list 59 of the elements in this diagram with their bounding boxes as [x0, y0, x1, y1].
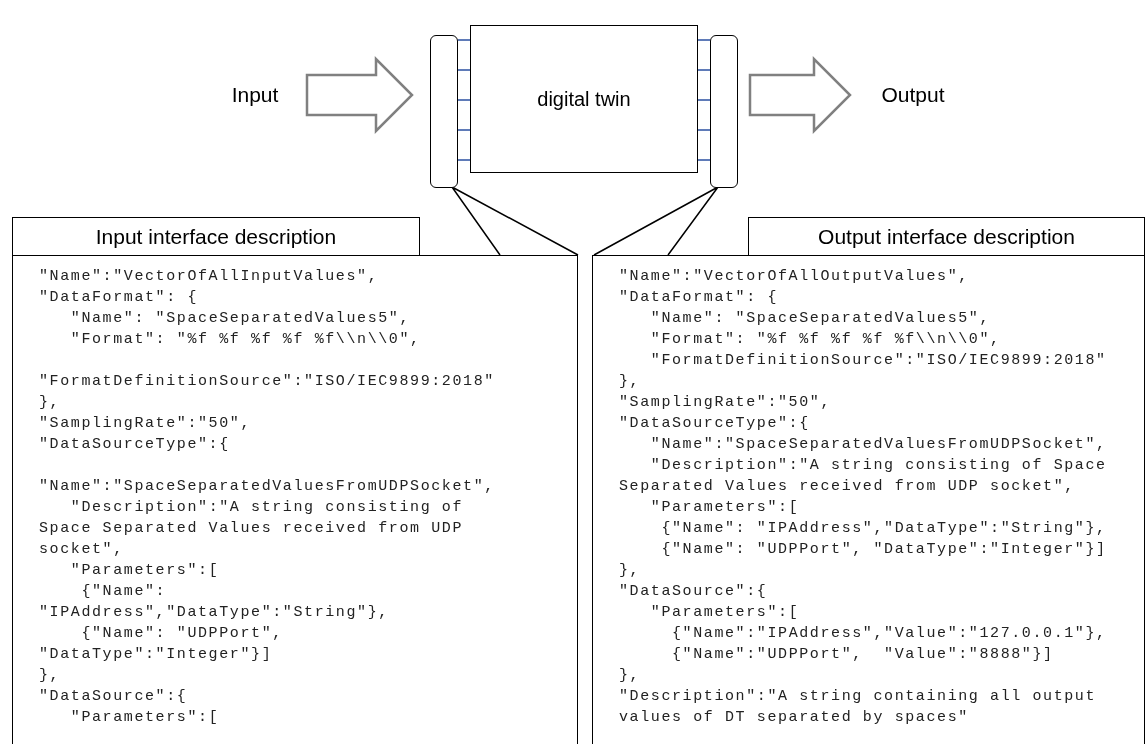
connector-line: [697, 159, 711, 161]
code-line: "DataFormat": {: [39, 288, 200, 308]
connector-line: [457, 129, 471, 131]
callout-pointer: [451, 186, 579, 256]
process-box: digital twin: [470, 25, 698, 173]
code-line: "Description":"A string consisting of Space Separated Values received from UDP socket",: [39, 498, 465, 560]
code-line: "FormatDefinitionSource":"ISO/IEC9899:2018": [649, 351, 1108, 371]
connector-line: [457, 69, 471, 71]
interface-bar: [710, 35, 738, 188]
code-line: "Parameters":[: [69, 708, 221, 728]
block-arrow: [748, 56, 852, 134]
tab-heading: Input interface description: [12, 217, 420, 255]
connector-line: [697, 69, 711, 71]
code-line: "DataFormat": {: [619, 288, 780, 308]
connector-line: [457, 159, 471, 161]
connector-line: [697, 129, 711, 131]
code-line: },: [619, 561, 642, 581]
code-line: "DataSource":{: [619, 582, 769, 602]
code-line: "SamplingRate":"50",: [39, 414, 253, 434]
code-line: "Parameters":[: [649, 603, 801, 623]
block-arrow: [305, 56, 414, 134]
code-line: "Description":"A string containing all output values of DT separated by spaces": [619, 687, 1098, 728]
tab-heading: Output interface description: [748, 217, 1145, 255]
code-line: {"Name": "UDPPort", "DataType":"Integer"}]: [660, 540, 1108, 560]
code-line: "Format": "%f %f %f %f %f\\n\\0",: [69, 330, 422, 350]
code-line: },: [619, 666, 642, 686]
code-line: "Name":"SpaceSeparatedValuesFromUDPSocket",: [649, 435, 1108, 455]
code-line: "Name":"VectorOfAllOutputValues",: [619, 267, 970, 287]
connector-line: [697, 99, 711, 101]
connector-line: [457, 39, 471, 41]
code-line: "Parameters":[: [649, 498, 801, 518]
connector-line: [457, 99, 471, 101]
code-line: "SamplingRate":"50",: [619, 393, 833, 413]
code-line: },: [619, 372, 642, 392]
interface-bar: [430, 35, 458, 188]
code-line: },: [39, 666, 62, 686]
code-line: "Description":"A string consisting of Space Separated Values received from UDP socket",: [619, 456, 1108, 497]
connector-line: [697, 39, 711, 41]
code-line: {"Name": "IPAddress","DataType":"String"},: [660, 519, 1108, 539]
code-line: "Parameters":[: [69, 561, 221, 581]
code-line: {"Name":"UDPPort", "Value":"8888"}]: [671, 645, 1055, 665]
node-label: Output: [868, 75, 958, 115]
code-line: },: [39, 393, 62, 413]
node-label: Input: [215, 75, 295, 115]
code-line: "Name":"VectorOfAllInputValues",: [39, 267, 380, 287]
code-line: "DataSource":{: [39, 687, 189, 707]
code-line: "Format": "%f %f %f %f %f\\n\\0",: [649, 330, 1002, 350]
code-line: {"Name":"IPAddress","Value":"127.0.0.1"},: [671, 624, 1108, 644]
callout-pointer: [593, 186, 719, 256]
code-line: "FormatDefinitionSource":"ISO/IEC9899:2018": [39, 372, 496, 392]
code-line: "Name": "SpaceSeparatedValues5",: [649, 309, 992, 329]
code-line: "DataSourceType":{: [39, 435, 231, 455]
code-line: "DataSourceType":{: [619, 414, 811, 434]
code-panel: [592, 255, 1145, 744]
code-line: {"Name": "UDPPort", "DataType":"Integer"}]: [39, 624, 284, 665]
code-line: {"Name": "IPAddress","DataType":"String"},: [39, 582, 390, 623]
code-line: "Name":"SpaceSeparatedValuesFromUDPSocket",: [39, 477, 496, 497]
code-line: "Name": "SpaceSeparatedValues5",: [69, 309, 412, 329]
code-panel: [12, 255, 578, 744]
